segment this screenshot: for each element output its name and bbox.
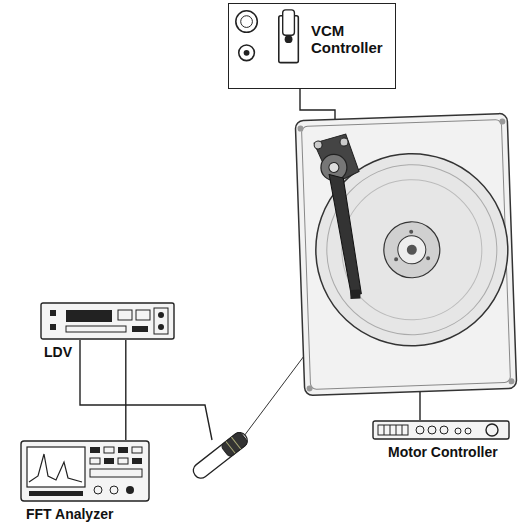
controller-label: VCM Controller [311, 22, 393, 57]
device-label: FFT Analyzer [26, 506, 113, 522]
instrument-device-drawing [40, 302, 175, 340]
device-label: Motor Controller [388, 444, 498, 460]
analyzer-device: FFT Analyzer [20, 440, 150, 502]
controller-box: VCM Controller [228, 3, 396, 89]
motor-controller-device: Motor Controller [372, 420, 510, 440]
instrument-device: LDV [40, 302, 175, 340]
signal-cable [125, 340, 126, 440]
motor-controller-device-drawing [372, 420, 510, 440]
analyzer-device-drawing [20, 440, 150, 502]
laser-probe [190, 430, 250, 481]
device-label: LDV [44, 344, 72, 360]
hard-disk-drive [295, 113, 516, 395]
